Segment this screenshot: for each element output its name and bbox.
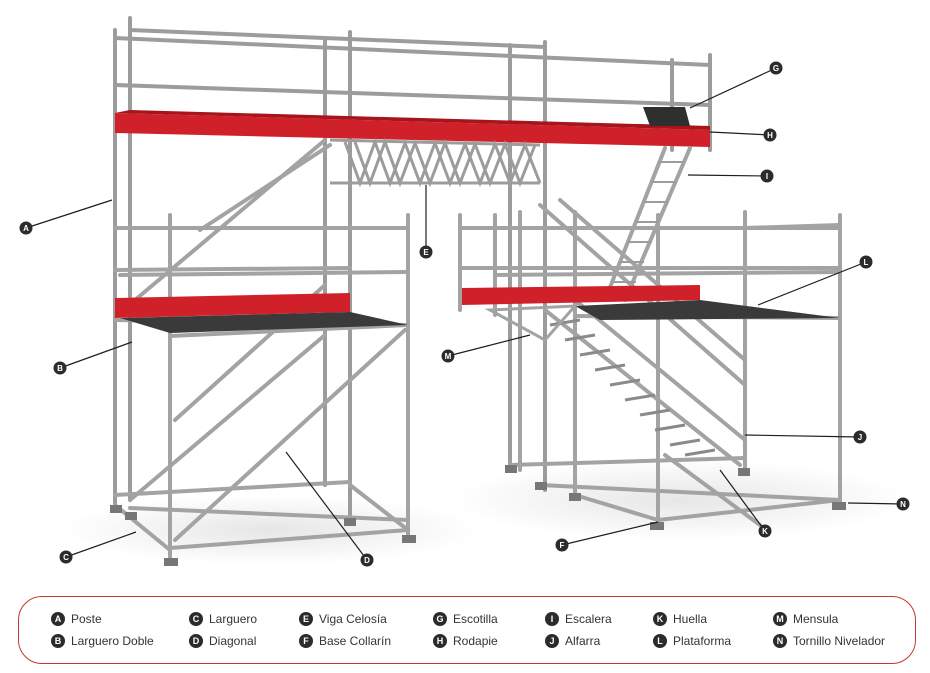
- legend-item-b: B Larguero Doble: [51, 634, 154, 648]
- legend-box: A Poste B Larguero Doble C Larguero D Di…: [18, 596, 916, 664]
- callout-lines: [25, 67, 904, 561]
- svg-text:H: H: [767, 131, 773, 140]
- badge-n: N: [773, 634, 787, 648]
- legend-item-i: I Escalera: [545, 612, 612, 626]
- ladder-rungs: [612, 161, 684, 283]
- legend-item-k: K Huella: [653, 612, 707, 626]
- callout-a: A: [19, 221, 33, 235]
- badge-b: B: [51, 634, 65, 648]
- svg-text:I: I: [766, 172, 768, 181]
- badge-f: F: [299, 634, 313, 648]
- svg-text:A: A: [23, 224, 29, 233]
- callout-i: I: [760, 169, 774, 183]
- callout-g: G: [769, 61, 783, 75]
- callout-badges: A B C D E F G H I J K L M N: [19, 61, 910, 567]
- stair-treads: [549, 318, 716, 457]
- right-toeboard: [462, 285, 700, 305]
- legend-item-a: A Poste: [51, 612, 102, 626]
- legend-item-n: N Tornillo Nivelador: [773, 634, 885, 648]
- legend-item-e: E Viga Celosía: [299, 612, 387, 626]
- callout-j: J: [853, 430, 867, 444]
- legend-label-n: Tornillo Nivelador: [793, 634, 886, 648]
- upper-toeboard-top: [115, 110, 710, 130]
- svg-text:D: D: [364, 556, 370, 565]
- callout-e: E: [419, 245, 433, 259]
- legend-label-g: Escotilla: [453, 612, 498, 626]
- callout-f: F: [555, 538, 569, 552]
- badge-k: K: [653, 612, 667, 626]
- legend-item-f: F Base Collarín: [299, 634, 391, 648]
- legend-item-d: D Diagonal: [189, 634, 256, 648]
- badge-g: G: [433, 612, 447, 626]
- legend-item-h: H Rodapie: [433, 634, 498, 648]
- upper-toeboard: [115, 113, 710, 147]
- legend-label-j: Alfarra: [565, 634, 601, 648]
- left-base-jacks: [110, 505, 416, 566]
- svg-text:G: G: [773, 64, 779, 73]
- svg-text:J: J: [858, 433, 862, 442]
- right-deck: [575, 300, 840, 320]
- legend-item-g: G Escotilla: [433, 612, 498, 626]
- badge-j: J: [545, 634, 559, 648]
- badge-h: H: [433, 634, 447, 648]
- svg-text:F: F: [560, 541, 565, 550]
- badge-i: I: [545, 612, 559, 626]
- callout-d: D: [360, 553, 374, 567]
- ground-shadow-right: [450, 460, 910, 540]
- hatch: [643, 107, 690, 126]
- svg-text:N: N: [900, 500, 906, 509]
- legend-label-e: Viga Celosía: [319, 612, 387, 626]
- legend-label-h: Rodapie: [453, 634, 498, 648]
- lattice-beam: [329, 137, 542, 188]
- left-deck: [120, 312, 408, 333]
- svg-text:M: M: [445, 352, 452, 361]
- callout-l: L: [859, 255, 873, 269]
- svg-text:B: B: [57, 364, 63, 373]
- svg-text:K: K: [762, 527, 768, 536]
- legend-item-c: C Larguero: [189, 612, 257, 626]
- callout-c: C: [59, 550, 73, 564]
- legend-label-m: Mensula: [793, 612, 839, 626]
- ground-shadow-left: [60, 495, 480, 565]
- legend-label-i: Escalera: [565, 612, 612, 626]
- callout-b: B: [53, 361, 67, 375]
- legend-label-k: Huella: [673, 612, 708, 626]
- legend-label-f: Base Collarín: [319, 634, 392, 648]
- svg-text:L: L: [864, 258, 869, 267]
- scaffold-diagram: A B C D E F G H I J K L M N: [19, 16, 910, 567]
- right-tower: [458, 146, 842, 527]
- legend-label-c: Larguero: [209, 612, 258, 626]
- callout-n: N: [896, 497, 910, 511]
- legend-item-l: L Plataforma: [653, 634, 731, 648]
- svg-text:E: E: [423, 248, 429, 257]
- badge-d: D: [189, 634, 203, 648]
- legend-label-d: Diagonal: [209, 634, 257, 648]
- svg-text:C: C: [63, 553, 69, 562]
- legend-label-b: Larguero Doble: [71, 634, 154, 648]
- badge-m: M: [773, 612, 787, 626]
- badge-a: A: [51, 612, 65, 626]
- right-base-jacks: [505, 465, 846, 530]
- bracket: [484, 304, 579, 342]
- callout-h: H: [763, 128, 777, 142]
- badge-l: L: [653, 634, 667, 648]
- legend-label-l: Plataforma: [673, 634, 732, 648]
- callout-m: M: [441, 349, 455, 363]
- callout-k: K: [758, 524, 772, 538]
- legend-label-a: Poste: [71, 612, 102, 626]
- badge-c: C: [189, 612, 203, 626]
- legend-item-m: M Mensula: [773, 612, 838, 626]
- legend-item-j: J Alfarra: [545, 634, 600, 648]
- badge-e: E: [299, 612, 313, 626]
- left-toeboard: [115, 293, 350, 318]
